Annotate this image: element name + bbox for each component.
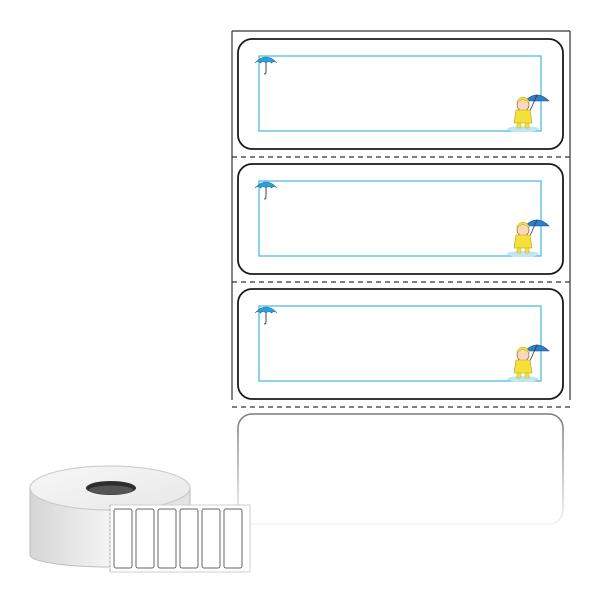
roll-label: [135, 508, 155, 569]
inner-frame: [258, 180, 542, 257]
child-in-raincoat-icon: [507, 344, 550, 382]
umbrella-icon: [254, 56, 278, 75]
umbrella-icon: [254, 306, 278, 325]
liner-sheet: [231, 30, 571, 520]
roll-label: [201, 508, 221, 569]
roll-label: [157, 508, 177, 569]
roll-label: [113, 508, 133, 569]
label-roll: [29, 465, 251, 573]
inner-frame: [258, 305, 542, 382]
roll-label: [179, 508, 199, 569]
roll-label-list: [113, 508, 243, 569]
label-card: [237, 288, 564, 400]
label-outline: [237, 38, 564, 150]
label-outline: [237, 288, 564, 400]
inner-frame: [258, 55, 542, 132]
child-in-raincoat-icon: [507, 94, 550, 132]
label-card: [237, 163, 564, 275]
label-outline: [237, 413, 564, 525]
blank-label-fading: [237, 413, 564, 525]
umbrella-icon: [254, 181, 278, 200]
roll-core-inner: [89, 485, 133, 495]
roll-label: [223, 508, 243, 569]
label-outline: [237, 163, 564, 275]
label-card: [237, 38, 564, 150]
child-in-raincoat-icon: [507, 219, 550, 257]
